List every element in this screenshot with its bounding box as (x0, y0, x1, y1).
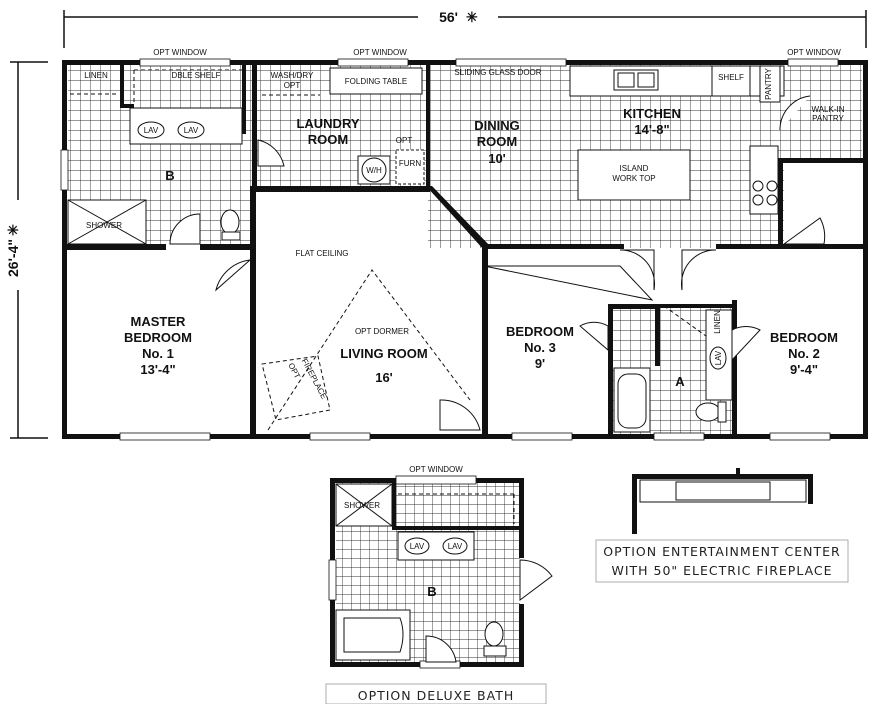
doors (169, 95, 826, 431)
sink-icon (177, 121, 205, 139)
laundry-room-label: ROOM (308, 132, 348, 147)
sink-icon (442, 537, 468, 555)
toilet-icon (695, 402, 721, 422)
shower-label: SHOWER (86, 221, 122, 230)
walk-in-label: WALK-IN (811, 105, 844, 114)
kitchen-size: 14'-8" (634, 122, 669, 137)
work-top-label: WORK TOP (612, 174, 655, 183)
lav-label: LAV (448, 542, 463, 551)
master-bedroom-number: No. 1 (142, 346, 174, 361)
opt-label: OPT (396, 136, 413, 145)
flat-ceiling-label: FLAT CEILING (295, 249, 348, 258)
entertainment-caption-line1: OPTION ENTERTAINMENT CENTER (603, 544, 841, 559)
furn-label: FURN (399, 159, 421, 168)
sliding-glass-door-label: SLIDING GLASS DOOR (454, 68, 541, 77)
bedroom-3-number: No. 3 (524, 340, 556, 355)
linen-label: LINEN (84, 71, 108, 80)
fixtures (67, 65, 785, 433)
entertainment-caption-line2: WITH 50" ELECTRIC FIREPLACE (611, 563, 832, 578)
fireplace-label: FIREPLACE (300, 357, 329, 400)
exterior-walls (60, 58, 868, 441)
deluxe-bath-caption: OPTION DELUXE BATH (358, 688, 515, 703)
bedroom-2-size: 9'-4" (790, 362, 818, 377)
opt-window-label: OPT WINDOW (153, 48, 207, 57)
shelf-label: SHELF (718, 73, 744, 82)
sink-icon (137, 121, 165, 139)
lav-label: LAV (144, 126, 159, 135)
sink-icon (709, 346, 727, 370)
depth-mark: ✳ (5, 224, 21, 236)
dining-room-label: DINING (474, 118, 520, 133)
bath-b-label: B (165, 168, 174, 183)
toilet-icon (220, 209, 240, 235)
laundry-room-label: LAUNDRY (296, 116, 359, 131)
wash-dry-label: WASH/DRY (271, 71, 314, 80)
island-label: ISLAND (620, 164, 649, 173)
living-room-label: LIVING ROOM (340, 346, 427, 361)
depth-dimension: ✳ 26'-4" (5, 61, 48, 439)
width-dimension: 56' ✳ (63, 9, 867, 48)
master-bedroom-label: MASTER (131, 314, 187, 329)
option-entertainment-center: OPTION ENTERTAINMENT CENTER WITH 50" ELE… (595, 468, 849, 583)
bedroom-3-size: 9' (535, 356, 545, 371)
opt-label: OPT (286, 361, 302, 380)
folding-table-label: FOLDING TABLE (345, 77, 407, 86)
pantry-label: PANTRY (764, 67, 773, 99)
room-labels: MASTER BEDROOM No. 1 13'-4" LIVING ROOM … (124, 106, 838, 389)
lav-label: LAV (410, 542, 425, 551)
bedroom-3-label: BEDROOM (506, 324, 574, 339)
opt-window-label: OPT WINDOW (787, 48, 841, 57)
master-bedroom-size: 13'-4" (140, 362, 175, 377)
width-mark: ✳ (466, 9, 478, 25)
bedroom-2-label: BEDROOM (770, 330, 838, 345)
master-bedroom-label: BEDROOM (124, 330, 192, 345)
opt-window-label: OPT WINDOW (409, 465, 463, 474)
water-heater-icon (361, 157, 387, 183)
opt-dormer-label: OPT DORMER (355, 327, 409, 336)
opt-label: OPT (284, 81, 301, 90)
window-labels: OPT WINDOW OPT WINDOW OPT WINDOW (153, 48, 841, 57)
bedroom-2-number: No. 2 (788, 346, 820, 361)
wh-label: W/H (366, 166, 382, 175)
shower-label: SHOWER (344, 501, 380, 510)
kitchen-label: KITCHEN (623, 106, 681, 121)
depth-label: 26'-4" (5, 239, 21, 277)
sink-icon (404, 537, 430, 555)
interior-walls (66, 64, 866, 436)
linen-a-label: LINEN (713, 310, 722, 334)
lav-label: LAV (184, 126, 199, 135)
living-room-size: 16' (375, 370, 393, 385)
dining-room-size: 10' (488, 151, 506, 166)
walk-in-pantry-label: PANTRY (812, 114, 844, 123)
bath-a-label: A (675, 374, 685, 389)
deluxe-bath-b-label: B (427, 584, 436, 599)
lav-label: LAV (714, 350, 723, 365)
dble-shelf-label: DBLE SHELF (172, 71, 221, 80)
dining-room-label: ROOM (477, 134, 517, 149)
bathtub-icon (343, 617, 404, 653)
toilet-icon (484, 621, 504, 647)
option-deluxe-bath: OPT WINDOW SHOWER LAV LAV B OPTION DELUX… (325, 465, 553, 704)
opt-window-label: OPT WINDOW (353, 48, 407, 57)
width-label: 56' (439, 9, 458, 25)
